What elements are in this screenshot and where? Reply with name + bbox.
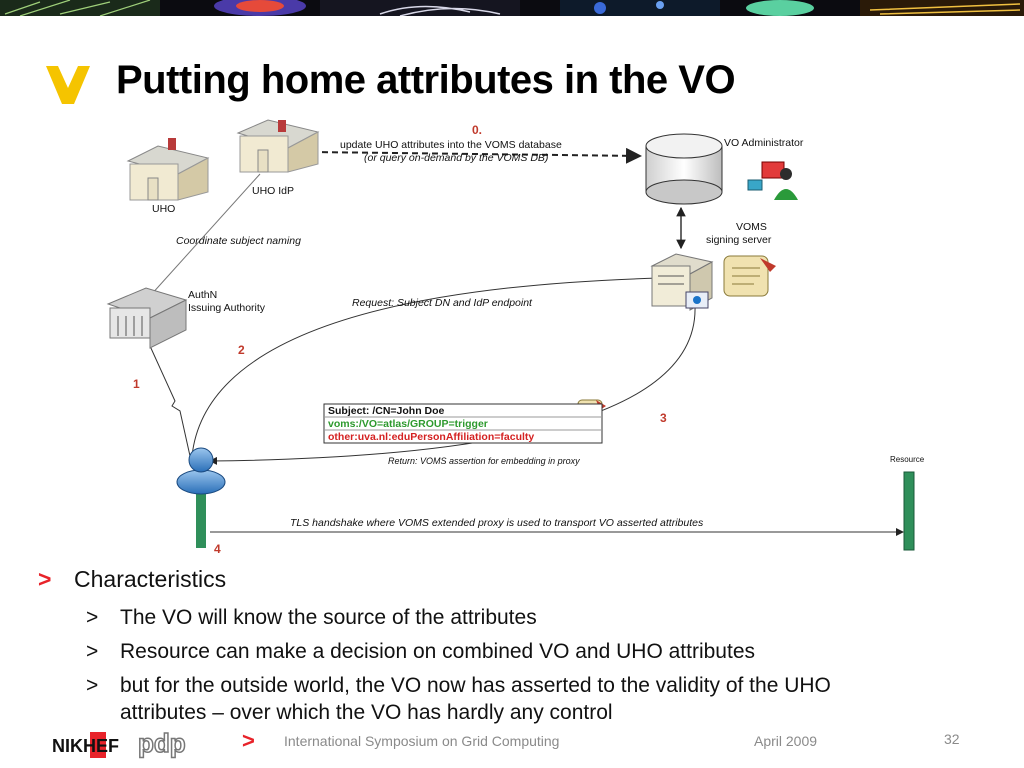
page-number: 32	[944, 731, 960, 747]
voms-database-icon	[645, 133, 723, 205]
uho-label: UHO	[152, 203, 175, 215]
uho-idp-label: UHO IdP	[252, 185, 294, 197]
pdp-logo-image: pdp	[137, 727, 186, 759]
update-text-line1: update UHO attributes into the VOMS data…	[340, 139, 562, 151]
update-arrow	[311, 147, 642, 164]
footer: NIKHEF pdp > International Symposium on …	[0, 724, 1024, 768]
sub-bullet-1: > The VO will know the source of the attr…	[86, 604, 537, 631]
bullet-main-text: Characteristics	[74, 566, 227, 592]
assertion-subject: Subject: /CN=John Doe	[328, 405, 445, 417]
voms-server-icon	[650, 253, 714, 311]
resource-pillar-icon	[903, 471, 915, 551]
sub-bullet-2: > Resource can make a decision on combine…	[86, 638, 755, 665]
step3-label: 3	[660, 411, 667, 425]
certificate-scroll-icon	[723, 255, 776, 297]
authn-label-line2: Issuing Authority	[188, 302, 266, 314]
header-banner	[0, 0, 1024, 16]
pdp-logo: pdp	[137, 726, 188, 762]
uho-idp-house-icon	[236, 119, 320, 173]
update-text-line2: (or query on-demand by the VOMS DB)	[364, 152, 548, 164]
coordinate-line	[149, 173, 261, 297]
authn-building-icon	[106, 287, 188, 349]
voms-label-line2: signing server	[706, 234, 772, 246]
voms-diagram: 0. update UHO attributes into the VOMS d…	[0, 116, 1024, 562]
pdp-logo-text: pdp	[138, 728, 186, 758]
request-label: Request: Subject DN and IdP endpoint	[352, 297, 533, 309]
sub-bullet-1-text: The VO will know the source of the attri…	[120, 606, 537, 629]
footer-date: April 2009	[754, 733, 818, 749]
bullet-marker: >	[38, 566, 52, 592]
vo-admin-icon	[747, 161, 798, 200]
slide-title: Putting home attributes in the VO	[116, 58, 736, 102]
footer-marker: >	[242, 728, 255, 753]
step1-label: 1	[133, 377, 140, 391]
assertion-other: other:uva.nl:eduPersonAffiliation=facult…	[328, 431, 534, 443]
nikhef-logo-image: NIKHEF	[52, 732, 119, 758]
diagram-canvas: 0. update UHO attributes into the VOMS d…	[106, 119, 925, 556]
sub-bullet-marker: >	[86, 674, 99, 697]
vo-admin-label: VO Administrator	[724, 137, 804, 149]
tls-label: TLS handshake where VOMS extended proxy …	[290, 517, 704, 529]
request-arc	[191, 274, 661, 457]
authn-label-line1: AuthN	[188, 289, 217, 301]
return-label: Return: VOMS assertion for embedding in …	[388, 456, 580, 466]
sub-bullet-2-text: Resource can make a decision on combined…	[120, 640, 755, 663]
nikhef-logo: NIKHEF	[52, 732, 134, 758]
v-mark-icon	[46, 66, 90, 104]
assertion-box	[323, 403, 603, 444]
user-person-icon	[176, 447, 226, 548]
sub-bullet-3: > but for the outside world, the VO now h…	[86, 672, 831, 726]
nikhef-logo-text: NIKHEF	[52, 736, 119, 756]
sub-bullet-3-text: but for the outside world, the VO now ha…	[120, 674, 831, 697]
coordinate-label: Coordinate subject naming	[176, 235, 301, 247]
uho-house-icon	[126, 138, 210, 201]
sub-bullet-3-continuation: attributes – over which the VO has hardl…	[120, 701, 613, 724]
step0-label: 0.	[472, 123, 482, 137]
assertion-voms: voms:/VO=atlas/GROUP=trigger	[328, 418, 488, 430]
resource-label: Resource	[890, 455, 925, 464]
banner-image	[0, 0, 1024, 16]
bullet-main: > Characteristics	[38, 566, 226, 593]
step4-label: 4	[214, 542, 221, 556]
sub-bullet-marker: >	[86, 640, 99, 663]
sub-bullet-marker: >	[86, 606, 99, 629]
step2-label: 2	[238, 343, 245, 357]
footer-event: International Symposium on Grid Computin…	[284, 733, 560, 749]
authn-to-user-line	[149, 345, 191, 457]
voms-label-line1: VOMS	[736, 221, 767, 233]
